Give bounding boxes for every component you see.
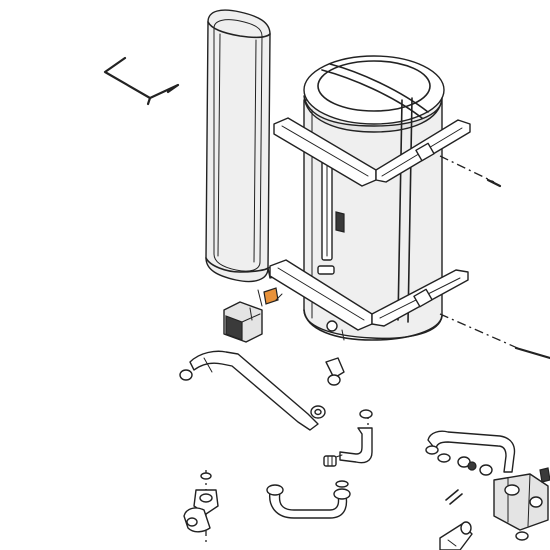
u-bend-pipe xyxy=(266,480,351,519)
lower-mounting-bracket xyxy=(269,259,469,331)
wire-hook xyxy=(103,56,180,106)
expansion-vessel xyxy=(205,9,279,283)
sensor-housing xyxy=(223,301,263,343)
flexible-hose xyxy=(323,409,373,467)
valve-block xyxy=(445,467,550,541)
gooseneck-pipe-assembly xyxy=(425,430,516,476)
drain-cock xyxy=(439,521,473,550)
elbow-fitting xyxy=(183,472,219,533)
cylinder-sensor-clip xyxy=(257,287,283,307)
upper-mounting-bracket xyxy=(273,117,471,187)
connection-pipe xyxy=(179,350,345,431)
